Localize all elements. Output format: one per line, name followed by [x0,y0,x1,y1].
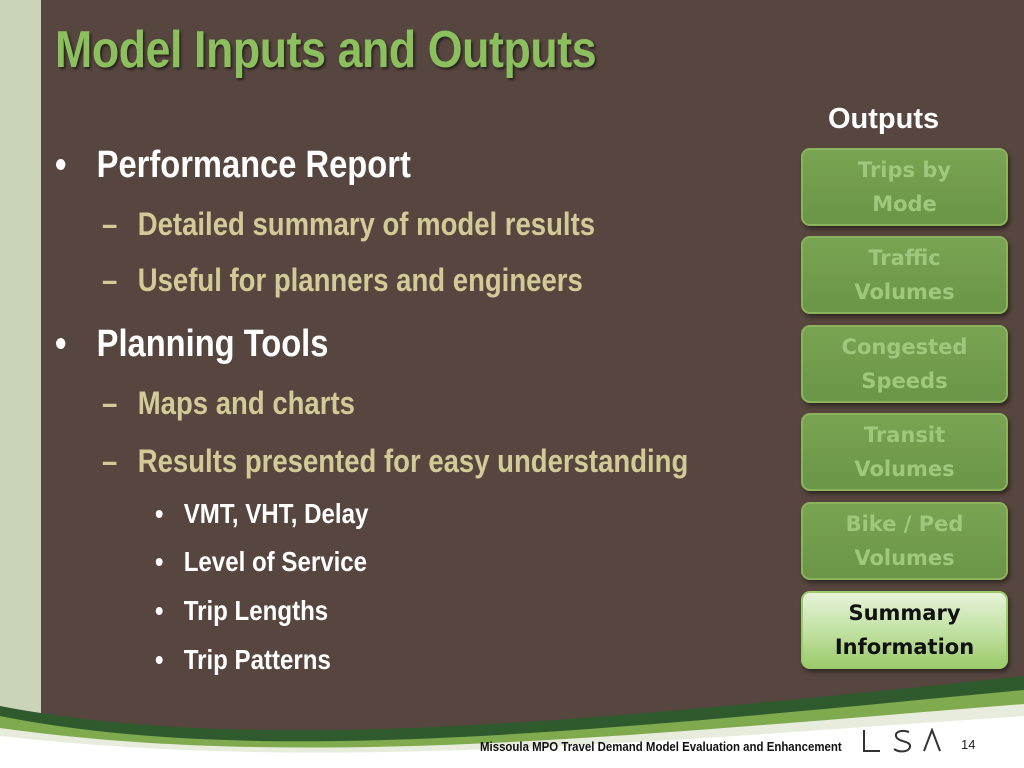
page-title: Model Inputs and Outputs [55,21,597,79]
subbullet-text: Useful for planners and engineers [137,262,583,298]
subbullet-text: Results presented for easy understanding [137,443,689,479]
output-box-congested-speeds[interactable]: Congested Speeds [801,325,1008,403]
bullet-glyph: • [155,546,164,577]
subsubbullet-level-of-service: • Level of Service [155,546,367,578]
bullet-performance-report: • Performance Report [55,144,411,187]
subsubbullet-trip-lengths: • Trip Lengths [155,595,328,627]
bullet-glyph: • [55,323,67,365]
bullet-text: Planning Tools [96,323,329,365]
left-strip [0,0,41,768]
outputs-heading: Outputs [828,103,940,135]
output-label: Summary Information [834,601,975,659]
bullet-glyph: • [55,144,67,186]
dash-glyph: – [102,443,118,479]
bullet-glyph: • [155,644,164,675]
output-box-traffic-volumes[interactable]: Traffic Volumes [801,236,1008,314]
subsubbullet-text: VMT, VHT, Delay [183,498,369,529]
dash-glyph: – [102,206,118,242]
subbullet-useful-for-planners: – Useful for planners and engineers [102,262,583,299]
subsubbullet-text: Trip Lengths [183,595,329,626]
subsubbullet-vmt-vht-delay: • VMT, VHT, Delay [155,498,368,530]
bullet-glyph: • [155,595,164,626]
subbullet-text: Detailed summary of model results [137,206,596,242]
footer-swoosh [0,676,1024,768]
subbullet-maps-and-charts: – Maps and charts [102,385,355,422]
output-label: Transit Volumes [854,423,955,481]
subbullet-text: Maps and charts [137,385,355,421]
subsubbullet-text: Trip Patterns [183,644,331,675]
page-number: 14 [961,737,976,752]
subsubbullet-text: Level of Service [183,546,368,577]
lsa-logo [863,728,941,753]
subbullet-detailed-summary: – Detailed summary of model results [102,206,595,243]
dash-glyph: – [102,385,118,421]
dash-glyph: – [102,262,118,298]
bullet-text: Performance Report [96,144,411,186]
output-box-bike-ped-volumes[interactable]: Bike / Ped Volumes [801,502,1008,580]
output-box-summary-information[interactable]: Summary Information [801,591,1008,669]
output-label: Trips by Mode [857,158,952,216]
output-box-trips-by-mode[interactable]: Trips by Mode [801,148,1008,226]
bullet-glyph: • [155,498,164,529]
bullet-planning-tools: • Planning Tools [55,323,328,366]
subsubbullet-trip-patterns: • Trip Patterns [155,644,331,676]
output-box-transit-volumes[interactable]: Transit Volumes [801,413,1008,491]
output-label: Traffic Volumes [854,246,955,304]
output-label: Bike / Ped Volumes [845,512,964,570]
output-label: Congested Speeds [841,335,968,393]
subbullet-results-presented: – Results presented for easy understandi… [102,443,688,480]
footer-text: Missoula MPO Travel Demand Model Evaluat… [480,739,842,754]
